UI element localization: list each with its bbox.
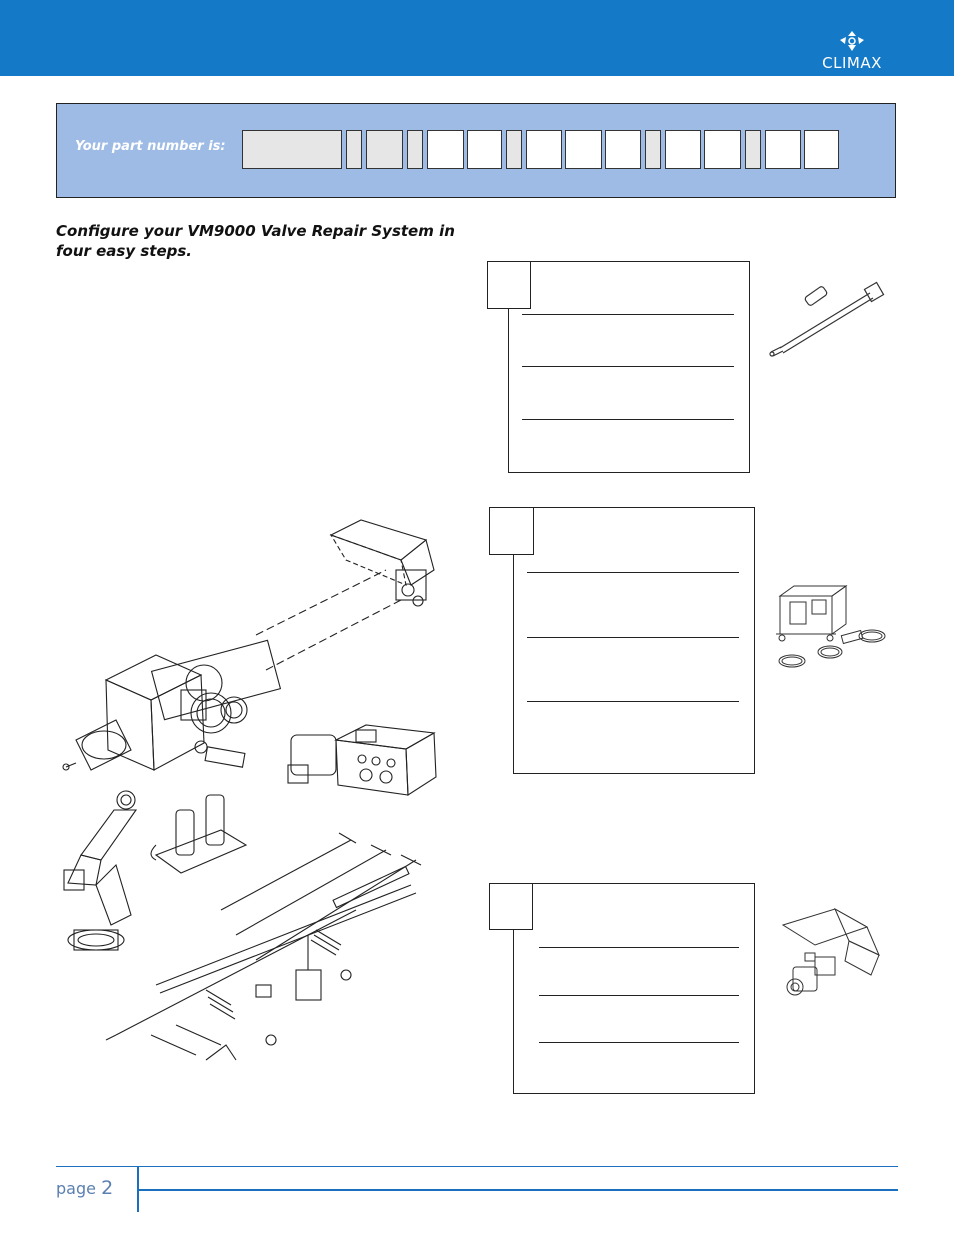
step-number-box-1[interactable] <box>487 261 531 309</box>
step-box-3 <box>513 883 755 1094</box>
step-2-line[interactable] <box>527 572 739 573</box>
brand-name: CLIMAX <box>822 54 882 72</box>
part-number-cell[interactable] <box>366 130 403 169</box>
part-number-cell[interactable] <box>407 130 423 169</box>
intro-heading: Configure your VM9000 Valve Repair Syste… <box>56 222 455 260</box>
part-number-label: Your part number is: <box>75 139 226 154</box>
part-number-panel: Your part number is: <box>56 103 896 198</box>
step-2-line[interactable] <box>527 637 739 638</box>
step-1-line[interactable] <box>522 314 734 315</box>
step-number-box-2[interactable] <box>489 507 534 555</box>
step-box-2 <box>513 507 755 774</box>
footer-rule <box>137 1189 898 1191</box>
climax-logo-icon <box>840 31 864 51</box>
valve-repair-machine-illustration <box>62 519 437 1061</box>
part-number-cell[interactable] <box>526 130 562 169</box>
page-number: page 2 <box>56 1177 113 1199</box>
header-bar: CLIMAX <box>0 0 954 76</box>
step-3-line[interactable] <box>539 947 739 948</box>
step-3-line[interactable] <box>539 1042 739 1043</box>
part-number-cell[interactable] <box>346 130 362 169</box>
part-number-cell[interactable] <box>804 130 839 169</box>
step-number-box-3[interactable] <box>489 883 533 930</box>
step-1-line[interactable] <box>522 419 734 420</box>
part-number-cell[interactable] <box>765 130 801 169</box>
part-number-cell[interactable] <box>745 130 761 169</box>
part-number-cell[interactable] <box>467 130 502 169</box>
part-number-cell[interactable] <box>242 130 342 169</box>
part-number-cell[interactable] <box>645 130 661 169</box>
feed-arm-illustration <box>781 907 880 996</box>
climax-logo: CLIMAX <box>820 30 884 72</box>
page-number-value: 2 <box>101 1177 114 1199</box>
part-number-cell[interactable] <box>506 130 522 169</box>
part-number-cell[interactable] <box>427 130 464 169</box>
boring-bar-illustration <box>769 281 885 357</box>
part-number-cell[interactable] <box>605 130 641 169</box>
part-number-cell[interactable] <box>704 130 741 169</box>
part-number-cell[interactable] <box>665 130 701 169</box>
footer-divider <box>137 1166 139 1212</box>
step-1-line[interactable] <box>522 366 734 367</box>
hydraulic-power-unit-illustration <box>776 585 886 668</box>
step-2-line[interactable] <box>527 701 739 702</box>
step-box-1 <box>508 261 750 473</box>
part-number-cell[interactable] <box>565 130 602 169</box>
page-label: page <box>56 1179 96 1198</box>
step-3-line[interactable] <box>539 995 739 996</box>
footer-top-rule <box>56 1166 898 1167</box>
